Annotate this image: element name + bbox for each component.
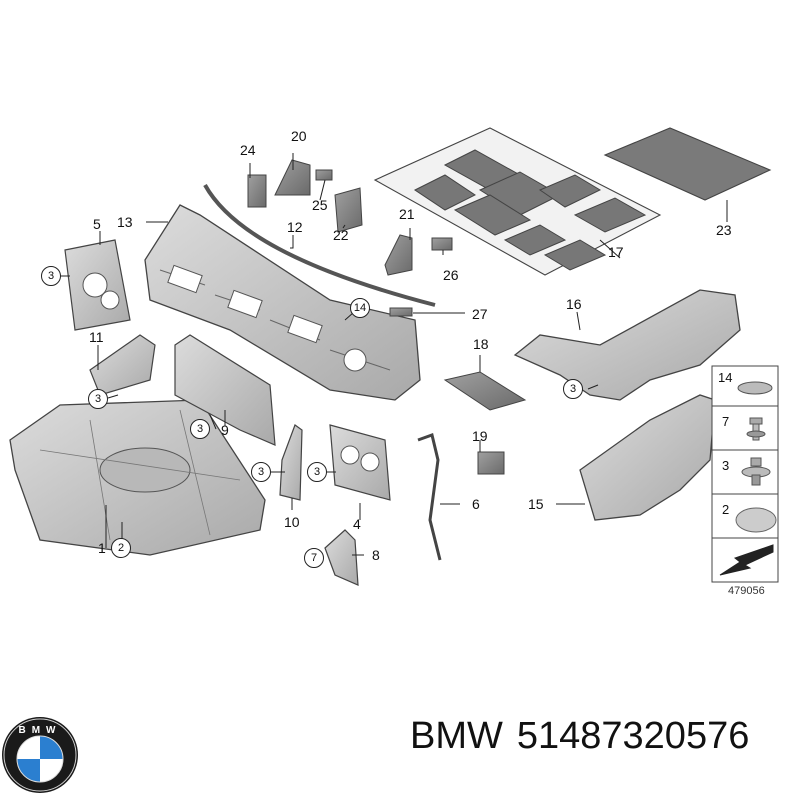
callout-14-circled: 14 xyxy=(350,298,370,318)
callout-24: 24 xyxy=(240,142,256,158)
callout-3-circled-e: 3 xyxy=(307,462,327,482)
part-23-mat xyxy=(603,127,772,201)
callout-16: 16 xyxy=(566,296,582,312)
bmw-logo: BMW xyxy=(2,717,78,793)
callout-5: 5 xyxy=(93,216,101,232)
part-19-block xyxy=(477,451,505,475)
part-16-trim xyxy=(513,289,741,401)
legend-clip-3 xyxy=(741,457,771,486)
part-17-pad-set xyxy=(373,127,662,276)
part-13-bulkhead xyxy=(144,204,421,401)
callout-3-circled-c: 3 xyxy=(190,419,210,439)
logo-letters: BMW xyxy=(19,725,62,736)
callout-22: 22 xyxy=(333,227,349,243)
part-9-side-panel xyxy=(174,334,276,446)
callout-13: 13 xyxy=(117,214,133,230)
part-18-block xyxy=(443,371,527,411)
diagram-id: 479056 xyxy=(728,585,765,597)
callout-3-circled-b: 3 xyxy=(88,389,108,409)
callout-25: 25 xyxy=(312,197,328,213)
callout-3-circled-f: 3 xyxy=(563,379,583,399)
legend-box xyxy=(711,365,779,583)
callout-12: 12 xyxy=(287,219,303,235)
part-5-panel xyxy=(64,239,131,331)
callout-21: 21 xyxy=(399,206,415,222)
legend-label-7: 7 xyxy=(722,414,730,429)
callout-27: 27 xyxy=(472,306,488,322)
callout-10: 10 xyxy=(284,514,300,530)
callout-19: 19 xyxy=(472,428,488,444)
brand-name: BMW xyxy=(410,715,503,757)
part-number: 51487320576 xyxy=(516,715,750,757)
part-25-pad xyxy=(315,169,333,181)
part-26-pad xyxy=(431,237,453,251)
part-12-strip xyxy=(203,184,436,307)
legend-plug-2 xyxy=(735,507,777,533)
part-24-pad xyxy=(247,174,267,208)
part-15-trim xyxy=(579,394,716,521)
callout-9: 9 xyxy=(221,422,229,438)
callout-3-circled-d: 3 xyxy=(251,462,271,482)
legend-label-14: 14 xyxy=(718,370,733,385)
part-6-cable xyxy=(417,433,442,561)
callout-4: 4 xyxy=(353,516,361,532)
part-22-pad xyxy=(334,187,363,233)
part-8-clip xyxy=(324,529,359,586)
legend-label-3: 3 xyxy=(722,458,730,473)
part-27-pad xyxy=(389,307,413,317)
callout-1: 1 xyxy=(98,540,106,556)
legend-label-2: 2 xyxy=(722,502,730,517)
callout-18: 18 xyxy=(473,336,489,352)
legend-direction-arrow xyxy=(719,544,774,576)
callout-23: 23 xyxy=(716,222,732,238)
part-title: BMW 51487320576 xyxy=(410,715,763,758)
callout-11: 11 xyxy=(89,329,104,345)
callout-2-circled: 2 xyxy=(111,538,131,558)
part-4-plate xyxy=(329,424,391,501)
legend-clip-14 xyxy=(737,381,773,395)
callout-20: 20 xyxy=(291,128,307,144)
callout-8: 8 xyxy=(372,547,380,563)
part-20-pad xyxy=(274,159,311,196)
callout-17: 17 xyxy=(608,244,624,260)
callout-7-circled: 7 xyxy=(304,548,324,568)
callout-15: 15 xyxy=(528,496,544,512)
callout-3-circled-a: 3 xyxy=(41,266,61,286)
part-21-pad xyxy=(384,234,413,276)
part-10-bracket xyxy=(279,424,303,501)
callout-6: 6 xyxy=(472,496,480,512)
legend-clip-7 xyxy=(746,417,766,441)
callout-26: 26 xyxy=(443,267,459,283)
